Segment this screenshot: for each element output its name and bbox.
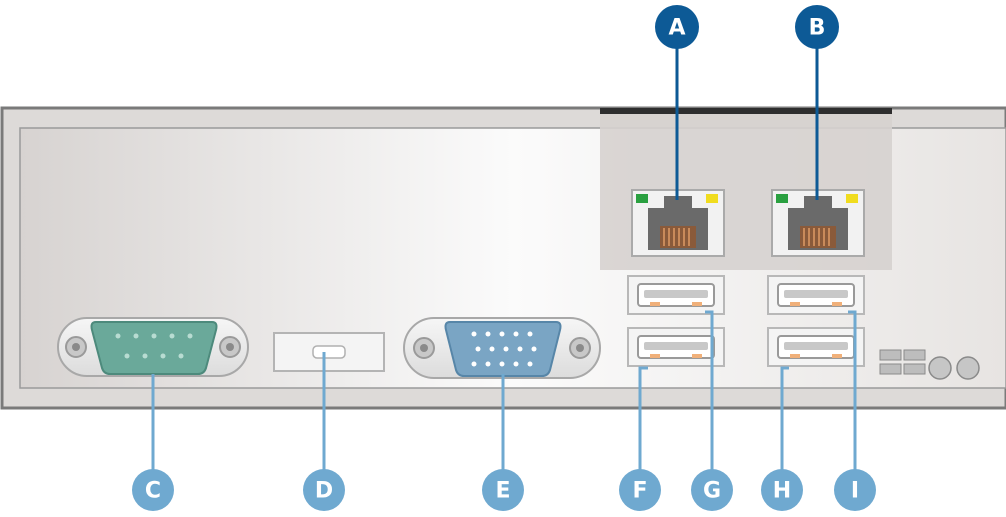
lan-port-a — [631, 189, 725, 257]
usb-port-i — [767, 275, 865, 315]
callout-e-label: E — [495, 479, 510, 504]
callout-e: E — [482, 469, 524, 511]
callout-g-badge — [691, 469, 733, 511]
usb-port-f — [627, 327, 725, 367]
usb-port-h — [767, 327, 865, 367]
status-indicator-group — [879, 349, 980, 380]
callout-c-label: C — [145, 479, 161, 504]
callout-f-badge — [619, 469, 661, 511]
callout-g: G — [691, 469, 733, 511]
callout-f: F — [619, 469, 661, 511]
db15-vga-port-icon — [403, 317, 601, 379]
callout-a-badge — [655, 5, 699, 49]
callout-a-label: A — [668, 16, 685, 41]
callout-b: B — [795, 5, 839, 49]
callout-c-badge — [132, 469, 174, 511]
mini-displayport-icon — [273, 332, 385, 372]
link-led-icon — [776, 194, 788, 203]
rj45-port-icon — [771, 189, 865, 257]
mini-displayport — [273, 332, 385, 372]
link-led-icon — [636, 194, 648, 203]
db9-serial-port-icon — [57, 317, 249, 377]
vga-port — [403, 317, 601, 379]
activity-led-icon — [706, 194, 718, 203]
callout-f-label: F — [632, 479, 647, 504]
callout-i: I — [834, 469, 876, 511]
callout-h: H — [761, 469, 803, 511]
callout-d-badge — [303, 469, 345, 511]
callout-leader-lines — [151, 46, 857, 470]
lan-port-b — [771, 189, 865, 257]
callout-d-label: D — [315, 479, 333, 504]
callout-i-label: I — [851, 479, 859, 504]
callout-h-badge — [761, 469, 803, 511]
usb-port-icon — [627, 327, 725, 367]
activity-led-icon — [846, 194, 858, 203]
callout-e-badge — [482, 469, 524, 511]
callout-i-badge — [834, 469, 876, 511]
callout-a: A — [655, 5, 699, 49]
usb-port-icon — [767, 327, 865, 367]
callout-b-badge — [795, 5, 839, 49]
usb-port-icon — [767, 275, 865, 315]
usb-port-icon — [627, 275, 725, 315]
callout-h-label: H — [773, 479, 791, 504]
callout-g-label: G — [703, 479, 721, 504]
callout-b-label: B — [809, 16, 826, 41]
usb-port-g — [627, 275, 725, 315]
callout-d: D — [303, 469, 345, 511]
serial-port — [57, 317, 249, 377]
io-panel — [0, 106, 1006, 410]
callout-c: C — [132, 469, 174, 511]
rj45-port-icon — [631, 189, 725, 257]
